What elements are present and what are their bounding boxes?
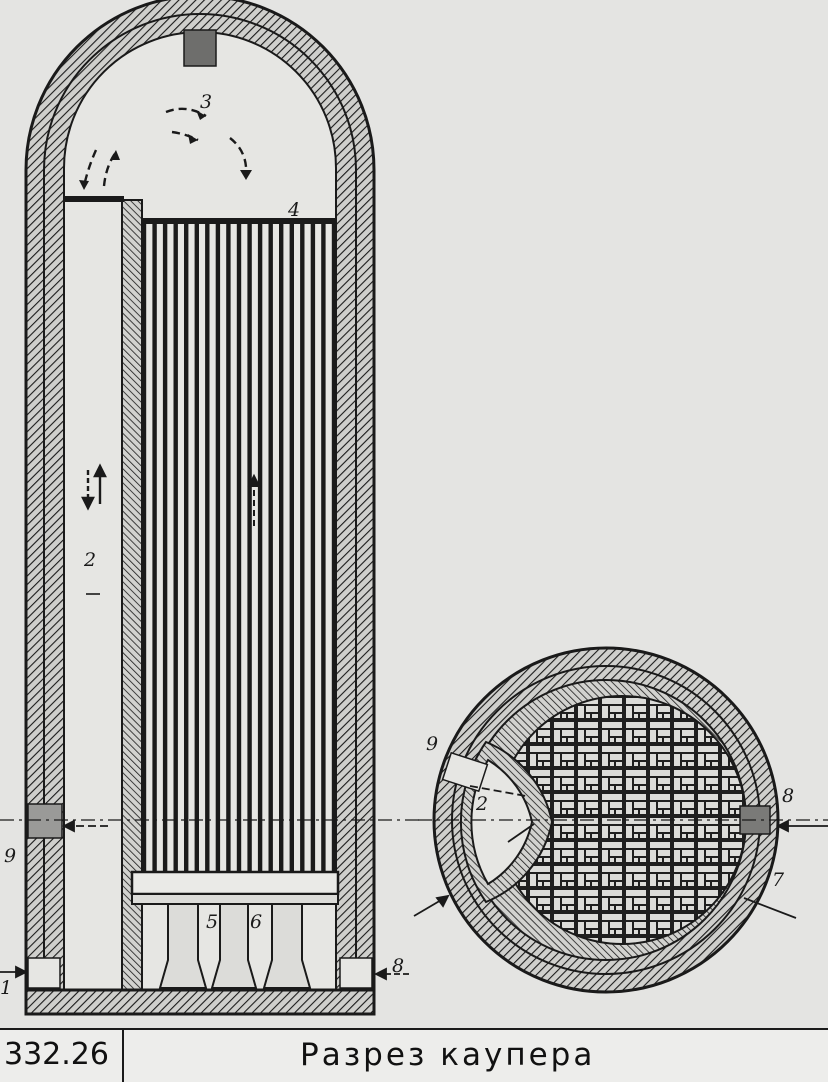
plan-label-outlet: 7 <box>772 869 785 891</box>
checker-column <box>162 224 168 872</box>
checker-column <box>247 224 252 872</box>
plan-label-port-left: 9 <box>426 733 438 755</box>
checker-column <box>300 224 305 872</box>
checker-column <box>215 224 221 872</box>
checker-column <box>173 224 178 872</box>
plan-section: 9 2 8 7 <box>413 646 828 994</box>
base-slab <box>24 988 376 1016</box>
grate-beam-lower <box>131 893 339 905</box>
chamber-top <box>64 196 124 202</box>
bottom-right-opening <box>339 957 373 989</box>
dome-arrowheads <box>79 110 252 190</box>
checker-column <box>310 224 316 872</box>
checker-column <box>268 224 273 872</box>
grate-beam <box>130 870 340 896</box>
side-section: 3 4 2 9 8 1 5 6 <box>0 0 420 1016</box>
plan-label-port-right: 8 <box>782 785 794 807</box>
checker-column <box>321 224 326 872</box>
caption-title: Разрез каупера <box>300 1037 596 1073</box>
checker-column <box>279 224 284 872</box>
plan-chamber-interior <box>470 758 534 886</box>
chamber-flow-arrows <box>81 463 107 595</box>
checker-top-plate <box>142 218 336 224</box>
label-right-port: 8 <box>392 955 404 977</box>
plan-arrows <box>413 785 828 919</box>
bottom-left-opening <box>27 957 61 989</box>
inner-cavity <box>63 31 337 991</box>
plan-left-port <box>441 751 489 793</box>
checker-column <box>289 224 294 872</box>
support-columns <box>158 903 312 989</box>
checker-column <box>257 224 263 872</box>
caption-bar: 332.26 Разрез каупера <box>0 1028 828 1082</box>
left-port-opening <box>27 803 63 839</box>
checker-column <box>226 224 231 872</box>
caption-id: 332.26 <box>0 1030 124 1082</box>
label-left-port: 9 <box>4 845 16 867</box>
shell-inner-line <box>43 13 357 1000</box>
label-checker-top: 4 <box>287 199 300 221</box>
dome-key-brick <box>183 29 217 67</box>
checker-column <box>205 224 210 872</box>
plan-label-chamber: 2 <box>475 793 488 815</box>
checker-column <box>194 224 199 872</box>
checker-columns <box>141 224 337 872</box>
checker-flow-arrow <box>247 473 261 530</box>
label-grate: 5 <box>206 911 218 933</box>
checker-column <box>236 224 242 872</box>
port-arrows <box>0 819 412 981</box>
checker-column <box>152 224 157 872</box>
label-columns: 6 <box>250 911 262 933</box>
checker-column <box>184 224 189 872</box>
label-bottom-left: 1 <box>0 977 12 999</box>
label-dome-space: 3 <box>200 91 212 113</box>
label-combustion-chamber: 2 <box>83 549 96 571</box>
checker-column <box>141 224 147 872</box>
checker-column <box>331 224 337 872</box>
